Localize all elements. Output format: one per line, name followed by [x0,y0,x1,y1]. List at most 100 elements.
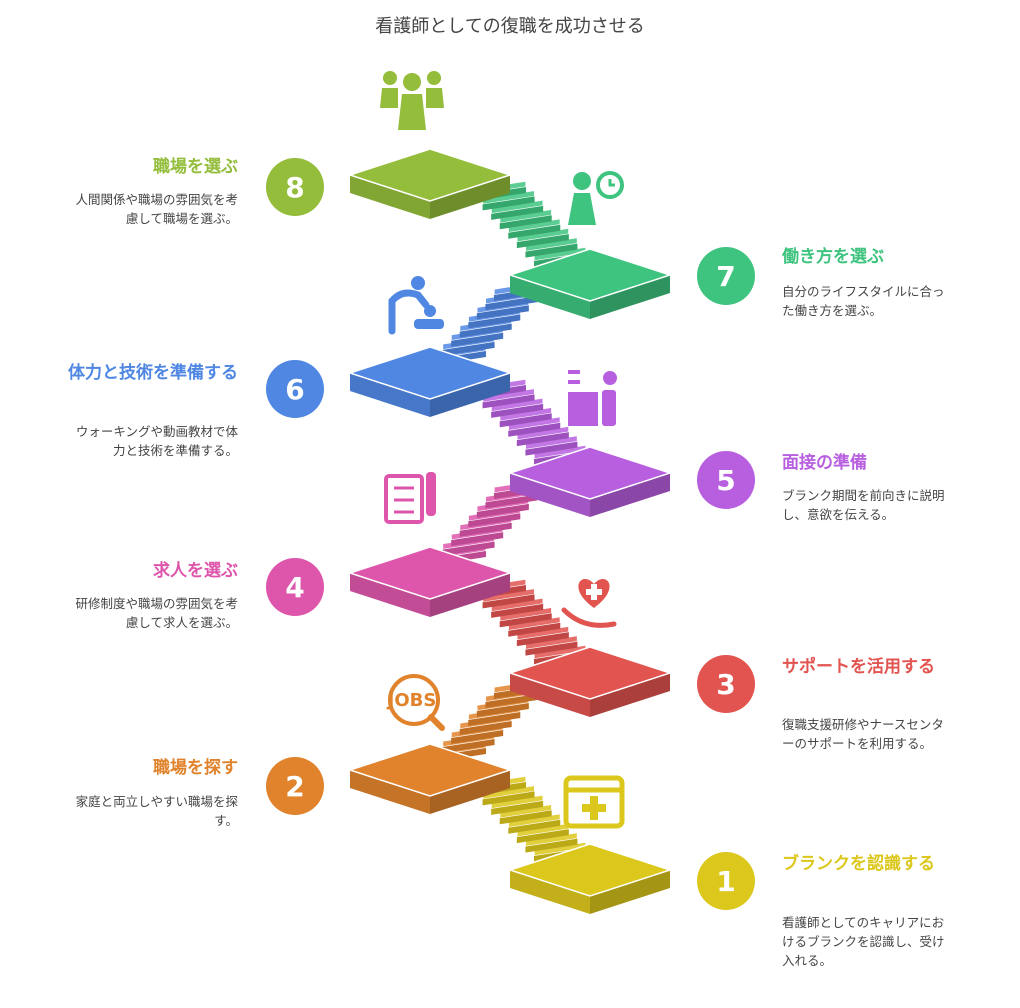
page-title: 看護師としての復職を成功させる [375,16,645,37]
team-icon [380,71,444,130]
step-description: ウォーキングや動画教材で体力と技術を準備する。 [75,424,238,458]
stair-riser [442,541,495,556]
step-platform [347,148,513,219]
stair-riser [451,532,504,547]
platform-top [347,148,513,202]
step-platform [347,743,513,814]
checklist-pen-icon [384,472,436,524]
step-badge: 4 [266,558,324,616]
stair-riser [525,838,578,853]
step-badge: 3 [697,655,755,713]
desk-person-icon [568,370,617,426]
step-platform [507,248,673,319]
nurse-clock-icon [568,171,624,225]
platform-top [347,546,513,600]
platform-top [507,446,673,500]
stair-riser [491,403,544,418]
platform-top [507,248,673,302]
platform-side-right [590,275,670,319]
stair-riser [508,819,561,834]
platform-side-left [510,673,590,717]
stair-riser [499,413,552,428]
stair-riser [516,632,569,647]
stair-riser [459,522,512,537]
step-platform [507,646,673,717]
stair-riser [482,594,535,609]
stair-riser [499,810,552,825]
platform-side-left [510,275,590,319]
step-title: サポートを活用する [782,657,935,677]
stair-riser [525,641,578,656]
stair-riser [516,432,569,447]
stair-riser [485,694,538,708]
stair-riser [516,234,569,249]
hand-heart-icon [561,579,617,628]
platform-side-left [350,373,430,417]
svg-text:JOBS: JOBS [386,690,437,711]
step-description: 人間関係や職場の雰囲気を考慮して職場を選ぶ。 [75,192,238,226]
step-title: 体力と技術を準備する [68,363,238,383]
stair-riser [525,243,578,258]
stair-riser [482,394,535,409]
stair-riser [491,603,544,618]
stair-riser [499,613,552,628]
stair-riser [468,314,521,329]
stair-riser [442,739,495,753]
stair-riser [468,712,521,726]
step-description: 復職支援研修やナースセンターのサポートを利用する。 [782,717,944,751]
platform-side-right [430,175,510,219]
stair-riser [516,829,569,844]
step-title: 求人を選ぶ [153,561,238,581]
platform-side-left [350,770,430,814]
step-badge: 5 [697,451,755,509]
step-description: ブランク期間を前向きに説明し、意欲を伝える。 [782,488,945,522]
platform-side-left [510,473,590,517]
step-description: 研修制度や職場の雰囲気を考慮して求人を選ぶ。 [75,596,238,630]
step-badge: 2 [266,757,324,815]
platform-top [347,346,513,400]
step-title: ブランクを認識する [782,854,935,874]
step-platform [347,546,513,617]
platform-side-left [350,573,430,617]
platform-side-right [430,373,510,417]
platform-side-right [430,573,510,617]
step-title: 面接の準備 [782,453,867,473]
platform-side-right [590,673,670,717]
step-badge: 8 [266,158,324,216]
step-title: 職場を探す [153,758,238,778]
stair-riser [476,503,529,518]
step-description: 自分のライフスタイルに合った働き方を選ぶ。 [782,284,945,318]
stair-riser [499,215,552,230]
stair-riser [468,513,521,528]
caregiver-icon [388,276,444,335]
step-description: 家庭と両立しやすい職場を探す。 [75,794,238,828]
jobs-search-icon: JOBS [386,674,445,731]
stair-riser [491,800,544,815]
platform-side-left [350,175,430,219]
stair-riser [482,196,535,211]
platform-side-right [590,473,670,517]
stair-riser [451,730,504,744]
platform-side-left [510,870,590,914]
stair-flight [473,578,587,665]
stair-riser [476,703,529,717]
step-platform [507,446,673,517]
stair-riser [459,721,512,735]
step-title: 働き方を選ぶ [782,247,884,267]
stair-riser [451,332,504,347]
step-platform [347,346,513,417]
platform-top [507,843,673,897]
stair-riser [482,791,535,806]
stair-riser [525,441,578,456]
stair-riser [508,422,561,437]
stair-riser [476,305,529,320]
step-badge: 1 [697,852,755,910]
stair-riser [508,224,561,239]
step-badge: 7 [697,247,755,305]
stair-riser [485,494,538,509]
stair-riser [508,622,561,637]
platform-top [507,646,673,700]
step-title: 職場を選ぶ [153,157,238,177]
stair-riser [491,205,544,220]
